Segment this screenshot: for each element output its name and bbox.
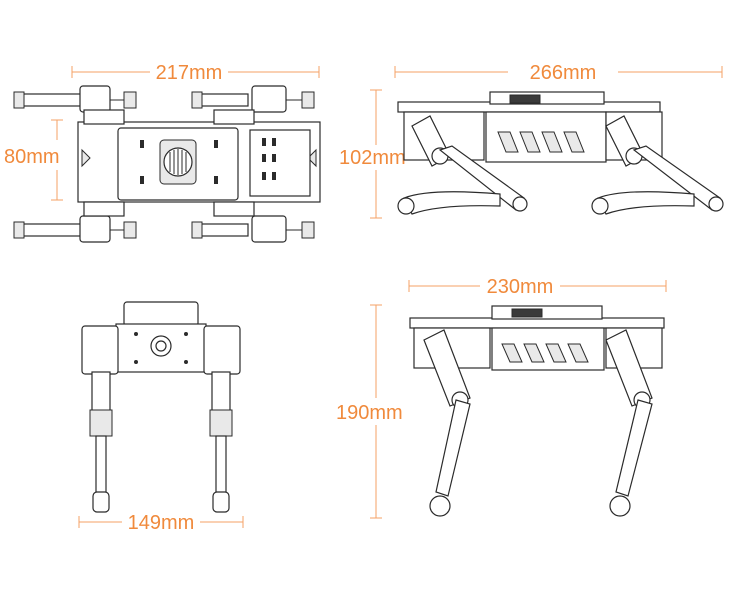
side-height-label: 102mm bbox=[339, 147, 406, 169]
front-leg-right bbox=[203, 325, 241, 513]
top-view: 217mm 80mm bbox=[4, 62, 321, 243]
front-width-dimension: 149mm bbox=[78, 512, 244, 534]
standing-length-label: 230mm bbox=[487, 276, 554, 298]
standing-leg-rear bbox=[605, 329, 653, 517]
standing-length-dimension: 230mm bbox=[408, 276, 667, 298]
top-depth-label: 80mm bbox=[4, 146, 60, 168]
side-leg-front bbox=[397, 115, 528, 215]
top-leg-front-left bbox=[13, 85, 137, 125]
side-leg-rear bbox=[591, 115, 724, 215]
front-leg-left bbox=[81, 325, 119, 513]
side-height-dimension: 102mm bbox=[339, 89, 406, 219]
front-width-label: 149mm bbox=[128, 512, 195, 534]
top-width-label: 217mm bbox=[156, 62, 223, 84]
standing-height-dimension: 190mm bbox=[336, 304, 403, 519]
standing-height-label: 190mm bbox=[336, 402, 403, 424]
top-depth-dimension: 80mm bbox=[4, 119, 63, 201]
side-length-label: 266mm bbox=[530, 62, 597, 84]
side-view-crouched: 266mm 102mm bbox=[339, 62, 724, 219]
front-body bbox=[115, 301, 207, 373]
top-width-dimension: 217mm bbox=[71, 62, 320, 84]
top-leg-rear-left bbox=[191, 85, 315, 125]
top-leg-front-right bbox=[13, 201, 137, 243]
standing-leg-front bbox=[423, 329, 471, 517]
front-view: 149mm bbox=[78, 301, 244, 534]
top-leg-rear-right bbox=[191, 201, 315, 243]
top-body-plate bbox=[77, 121, 321, 203]
side-view-standing: 230mm 190mm bbox=[336, 276, 667, 519]
side-length-dimension: 266mm bbox=[394, 62, 723, 84]
